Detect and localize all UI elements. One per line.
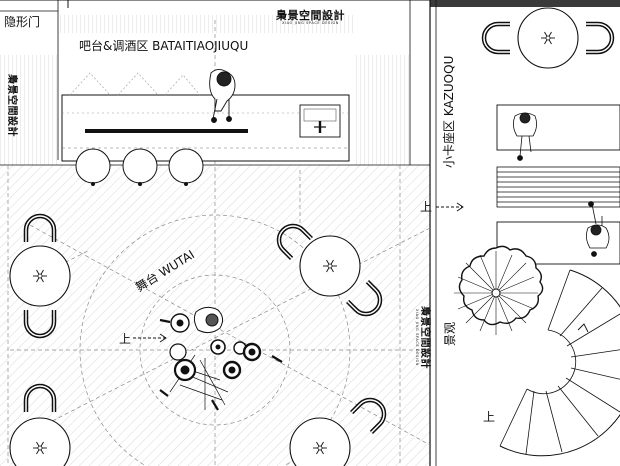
arrow-icon xyxy=(133,333,167,343)
stripe-top xyxy=(58,15,355,33)
plant-icon xyxy=(454,245,544,335)
booth-bench-middle xyxy=(496,166,620,208)
brand-subtitle: XIAO JING SPACE DESIGN xyxy=(281,21,340,25)
person-icon xyxy=(586,201,610,257)
brand-logo-right: 梟景空間設計 XIAO JING SPACE DESIGN xyxy=(414,306,430,369)
up-stage-label: 上 xyxy=(119,332,132,346)
stripe-left xyxy=(0,55,58,165)
up-stair-label: 上 xyxy=(483,410,496,424)
brand-name: 梟景空間設計 xyxy=(6,74,17,137)
bar-area-label: 吧台&调酒区 BATAITIAOJIUQU xyxy=(79,39,249,53)
stripe-right xyxy=(355,55,410,165)
brand-logo-top: 梟景空間設計 XIAO JING SPACE DESIGN xyxy=(276,10,345,26)
person-icon xyxy=(513,112,537,161)
sink-icon xyxy=(299,104,341,138)
hidden-door-label: 隐形门 xyxy=(4,15,41,29)
brand-name: 梟景空間設計 xyxy=(276,9,345,22)
booth-area-label: 小卡座区 KAZUOQU xyxy=(442,55,456,168)
brand-logo-left: 梟景空間設計 xyxy=(6,74,17,137)
landscape-label: 景观 xyxy=(443,321,457,346)
arrow-icon xyxy=(436,202,464,212)
up-right-label: 上 xyxy=(420,200,433,214)
bar-counter xyxy=(61,72,350,162)
chair-icon xyxy=(484,24,510,52)
table-icon xyxy=(299,235,361,297)
table-icon xyxy=(9,245,71,307)
header-band xyxy=(430,0,620,7)
spiral-stair-icon xyxy=(499,269,620,457)
table-icon xyxy=(517,7,579,69)
brand-name: 梟景空間設計 xyxy=(419,306,430,369)
chair-icon xyxy=(586,24,612,52)
drum-kit-icon xyxy=(159,306,283,411)
brand-subtitle: XIAO JING SPACE DESIGN xyxy=(415,308,419,367)
person-icon xyxy=(209,68,236,123)
